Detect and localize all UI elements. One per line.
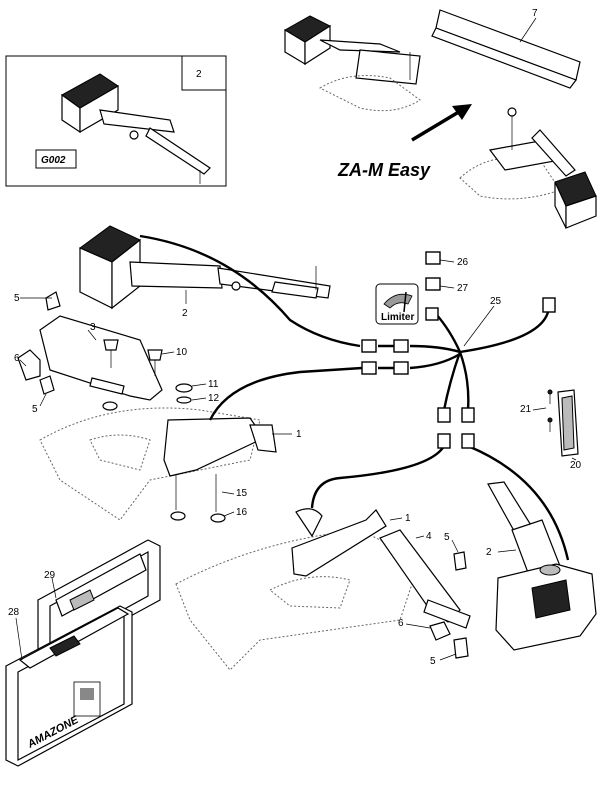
top-terminal-assembly xyxy=(284,15,421,112)
top-right-terminal xyxy=(459,107,597,229)
part-label-15: 15 xyxy=(236,488,248,499)
inset-box: 2 G002 xyxy=(5,55,227,187)
inset-number: 2 xyxy=(196,69,202,80)
part-label-27: 27 xyxy=(457,283,469,294)
part-label-16: 16 xyxy=(236,507,248,518)
part-label-6b: 6 xyxy=(398,618,404,629)
main-terminal xyxy=(79,225,331,310)
fuse-holder xyxy=(547,389,579,457)
part-label-1b: 1 xyxy=(405,513,411,524)
harness-connectors xyxy=(361,251,556,449)
part-label-5d: 5 xyxy=(430,656,436,667)
part-label-10: 10 xyxy=(176,347,188,358)
part-label-20: 20 xyxy=(570,460,582,471)
lower-mount-plate xyxy=(175,508,471,671)
part-label-4: 4 xyxy=(426,531,432,542)
part-label-29: 29 xyxy=(44,570,56,581)
carry-case-28: AMAZONE xyxy=(5,605,133,767)
part-label-5c: 5 xyxy=(444,532,450,543)
part-label-12: 12 xyxy=(208,393,220,404)
model-title: ZA-M Easy xyxy=(337,160,431,180)
part-label-21: 21 xyxy=(520,404,532,415)
part-label-26: 26 xyxy=(457,257,469,268)
part-label-11: 11 xyxy=(208,379,219,390)
lower-terminal xyxy=(487,481,597,651)
part-label-5a: 5 xyxy=(14,293,20,304)
inset-code: G002 xyxy=(41,155,66,166)
part-label-25: 25 xyxy=(490,296,502,307)
part-label-2a: 2 xyxy=(182,308,188,319)
limiter-badge: Limiter xyxy=(375,283,419,325)
limiter-label: Limiter xyxy=(381,312,414,323)
left-mount-plate xyxy=(17,291,277,523)
part-label-2b: 2 xyxy=(486,547,492,558)
inset-terminal xyxy=(61,73,211,184)
part-label-3: 3 xyxy=(90,322,96,333)
part-label-5b: 5 xyxy=(32,404,38,415)
part-label-1a: 1 xyxy=(296,429,302,440)
part-label-28: 28 xyxy=(8,607,20,618)
part-label-6a: 6 xyxy=(14,353,20,364)
carry-case-29 xyxy=(37,539,161,661)
rail-bar xyxy=(431,9,581,89)
wiring-harness xyxy=(139,234,570,561)
direction-arrow xyxy=(411,104,472,142)
part-label-7: 7 xyxy=(532,8,538,19)
